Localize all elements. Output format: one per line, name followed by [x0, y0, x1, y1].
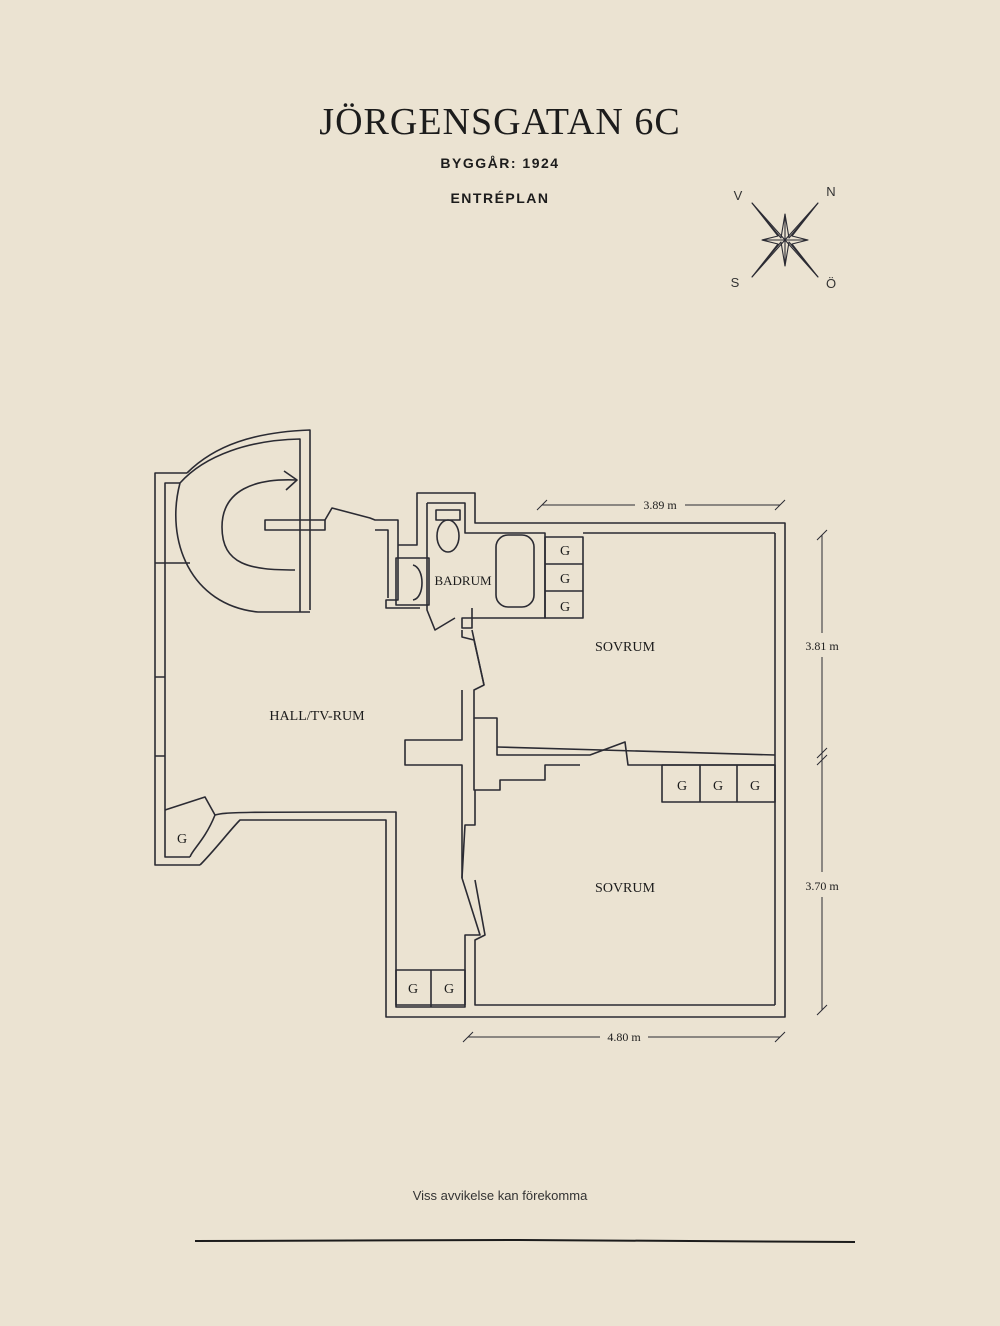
- compass-south: S: [731, 275, 740, 290]
- compass-west: V: [734, 188, 743, 203]
- dimension-right-lower: 3.70 m: [805, 879, 839, 893]
- closet-label: G: [560, 544, 570, 559]
- closet-label: G: [408, 982, 418, 997]
- room-label-bathroom: BADRUM: [434, 573, 492, 588]
- dimension-right-upper: 3.81 m: [805, 639, 839, 653]
- room-label-bedroom-1: SOVRUM: [595, 640, 655, 655]
- compass-north: N: [826, 184, 835, 199]
- room-label-hall: HALL/TV-RUM: [269, 709, 365, 724]
- compass-icon: [751, 202, 819, 278]
- closet-label: G: [444, 982, 454, 997]
- footer-divider: [194, 1238, 856, 1243]
- compass-east: Ö: [826, 276, 836, 291]
- page-title: JÖRGENSGATAN 6C: [319, 101, 681, 143]
- closet-label: G: [750, 779, 760, 794]
- dimension-top: 3.89 m: [643, 498, 677, 512]
- closet-label: G: [677, 779, 687, 794]
- floor-name: ENTRÉPLAN: [450, 190, 550, 206]
- walls: [154, 429, 786, 1018]
- build-year: BYGGÅR: 1924: [440, 155, 560, 171]
- closet-label: G: [713, 779, 723, 794]
- closet-label: G: [560, 600, 570, 615]
- dimension-lines: [462, 499, 828, 1043]
- closet-label: G: [177, 832, 187, 847]
- room-label-bedroom-2: SOVRUM: [595, 881, 655, 896]
- dimension-bottom: 4.80 m: [607, 1030, 641, 1044]
- closet-label: G: [560, 572, 570, 587]
- disclaimer: Viss avvikelse kan förekomma: [412, 1188, 588, 1203]
